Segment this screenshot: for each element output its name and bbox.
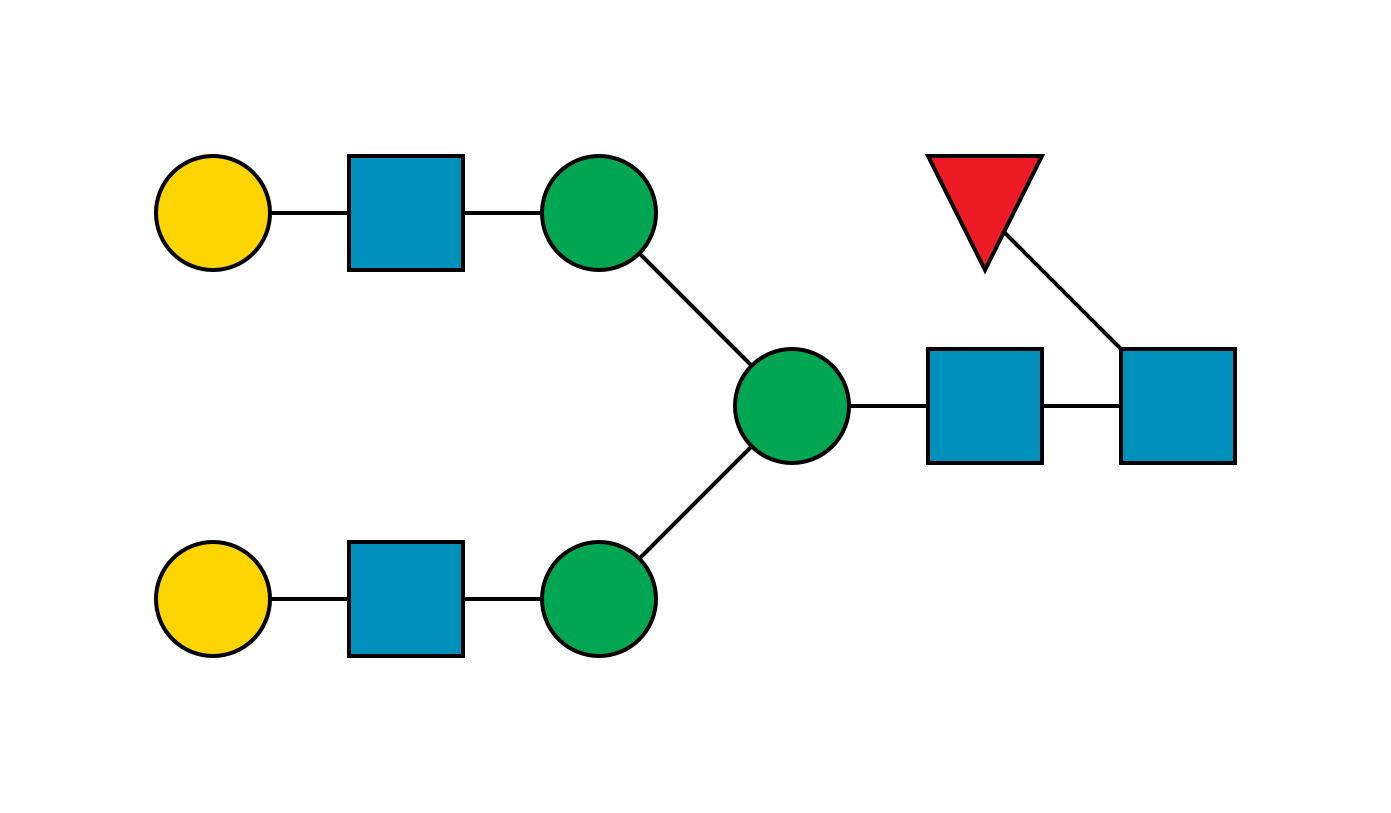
- gal-upper-circle-symbol: [154, 154, 272, 272]
- man-lower-circle-symbol: [540, 540, 658, 658]
- man-upper-circle-symbol: [540, 154, 658, 272]
- man-core-circle-symbol: [733, 347, 851, 465]
- gal-lower-circle-symbol: [154, 540, 272, 658]
- glcnac-lower-square-symbol: [347, 540, 465, 658]
- glcnac-upper-square-symbol: [347, 154, 465, 272]
- glcnac-core-2-square-symbol: [1119, 347, 1237, 465]
- glcnac-core-1-square-symbol: [926, 347, 1044, 465]
- residue-symbols: [154, 154, 1237, 658]
- fucose-triangle-symbol: [924, 154, 1046, 275]
